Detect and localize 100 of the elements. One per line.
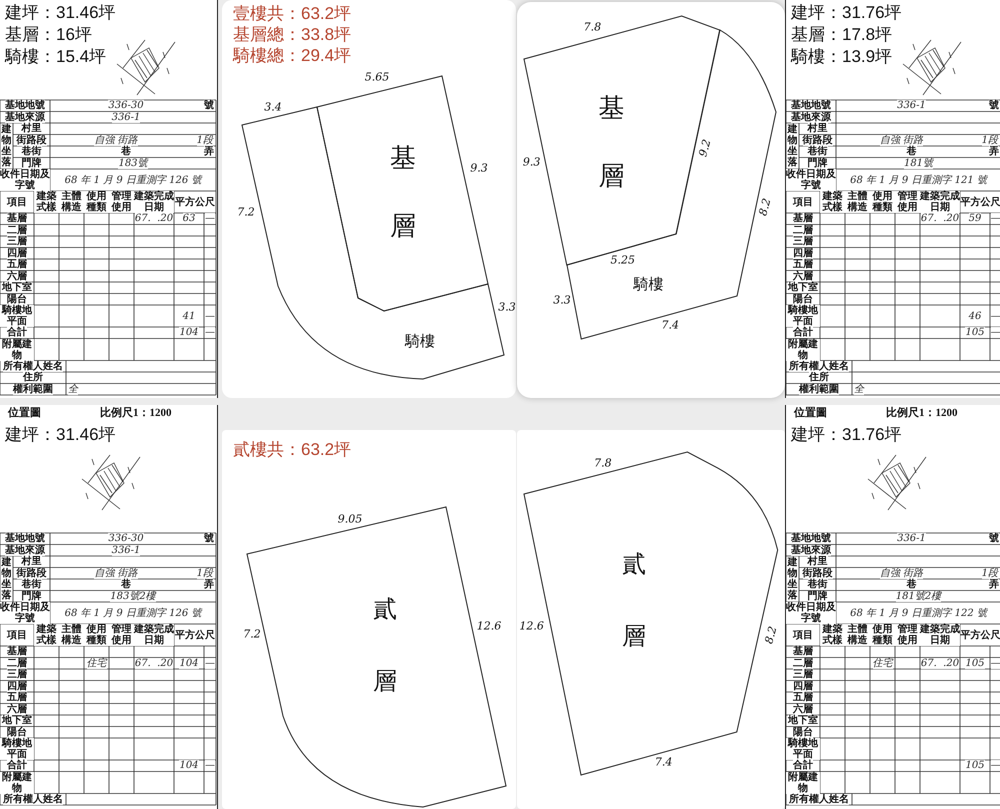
form-heading: 位置圖 (794, 407, 827, 420)
form-label: 街路段 (802, 568, 832, 579)
form-label: 使用種類 (84, 624, 109, 646)
form-label: 三層 (7, 236, 27, 248)
form-label: 地下室 (2, 715, 32, 726)
form-label: 號 (989, 100, 999, 112)
form-label: 附屬建物 (786, 772, 820, 794)
form-label: 六層 (793, 704, 813, 715)
dimension-label: 7.4 (654, 755, 672, 769)
form-label: 村里 (22, 123, 42, 134)
area-summary-text: 建坪：31.46坪 (5, 425, 116, 446)
form-label: 號 (204, 100, 214, 112)
handwritten-entry: 自強 街路 (94, 134, 138, 146)
form-heading: 位置圖 (8, 407, 41, 420)
dimension-label: 9.05 (338, 512, 362, 526)
form-label: 二層 (793, 224, 813, 236)
form-label: 建築完成日期 (134, 624, 174, 646)
form-label: 使用種類 (870, 191, 895, 213)
handwritten-entry: 105 (965, 327, 985, 338)
handwritten-entry: 67. .20 (134, 658, 174, 669)
form-label: 主體構造 (59, 624, 84, 646)
dimension-label: 7.8 (594, 456, 612, 470)
form-label: 住所 (23, 372, 43, 384)
form-label: 基地來源 (5, 544, 45, 556)
form-label: 基地地號 (791, 533, 831, 544)
form-label: 附屬建物 (786, 338, 820, 360)
handwritten-entry: 105 (965, 658, 985, 669)
form-label: 弄 (989, 146, 999, 158)
form-label: 二層 (793, 658, 813, 669)
area-summary-text: 建坪：31.46坪 (5, 3, 116, 24)
handwritten-entry: 1段 (196, 568, 213, 579)
form-label: 門牌 (808, 590, 828, 602)
form-label: 門牌 (22, 158, 42, 169)
handwritten-entry: 59 (968, 213, 982, 224)
form-label: 管理使用 (109, 191, 134, 213)
handwritten-entry: 住宅 (872, 658, 892, 669)
form-label: 建築完成日期 (134, 191, 174, 213)
handwritten-entry: 336-30 (108, 533, 144, 544)
form-label: 住所 (809, 372, 829, 384)
form-label: 騎樓地平面 (786, 738, 820, 760)
area-total-text: 基層總：33.8坪 (233, 25, 352, 46)
form-label: 管理使用 (895, 191, 920, 213)
form-label: 巷 (121, 579, 131, 590)
form-label: 街路段 (16, 134, 46, 146)
dimension-label: 7.2 (243, 627, 261, 641)
form-label: 合計 (7, 760, 27, 772)
dimension-label: 8.2 (762, 624, 780, 646)
form-label: 三層 (7, 669, 27, 680)
handwritten-entry: 181號 (904, 158, 934, 169)
form-label: 地下室 (788, 282, 818, 294)
area-label: 基層 (598, 92, 624, 193)
form-label: 基層 (7, 646, 27, 658)
handwritten-entry: 1段 (982, 568, 998, 579)
dimension-label: 9.2 (696, 138, 714, 158)
form-label: 附屬建物 (0, 772, 34, 794)
area-total-text: 騎樓總：29.4坪 (233, 46, 352, 66)
form-label: 村里 (22, 556, 42, 568)
form-label: 六層 (7, 270, 27, 282)
area-label: 騎樓 (405, 332, 435, 350)
dimension-label: 9.3 (470, 161, 488, 175)
form-label: 陽台 (793, 294, 813, 305)
form-label: 所有權人姓名 (789, 360, 849, 372)
form-label: 建築式樣 (820, 624, 845, 646)
area-label: 基層 (390, 142, 416, 243)
form-label: 騎樓地平面 (0, 305, 34, 327)
form-label: 弄 (989, 579, 999, 590)
form-label: 基地來源 (5, 112, 45, 123)
area-total-text: 貳樓共：63.2坪 (233, 440, 352, 460)
dimension-label: 8.2 (756, 196, 774, 218)
dimension-label: 5.65 (364, 70, 390, 84)
form-label: 巷 (906, 579, 916, 590)
area-summary-text: 建坪：31.76坪 (791, 425, 902, 446)
form-label: 巷街 (808, 579, 828, 590)
form-label: 二層 (7, 224, 27, 236)
form-label: 使用種類 (870, 624, 895, 646)
form-label: 門牌 (808, 158, 828, 169)
form-label: 四層 (7, 248, 27, 259)
form-label: 建築式樣 (34, 191, 59, 213)
form-label: 陽台 (793, 726, 813, 738)
form-label: 巷街 (808, 146, 828, 158)
handwritten-entry: 全 (68, 384, 78, 395)
form-label: 五層 (793, 692, 813, 704)
form-label: 巷街 (22, 146, 42, 158)
form-label: 收件日期及字號 (0, 169, 50, 191)
area-summary-text: 騎樓：15.4坪 (5, 47, 106, 68)
form-label: 基地來源 (791, 544, 831, 556)
form-label: 收件日期及字號 (786, 169, 836, 191)
handwritten-entry: 67. .20 (920, 658, 960, 669)
form-label: 五層 (793, 259, 813, 270)
handwritten-entry: 183號2樓 (110, 590, 156, 602)
form-label: 街路段 (16, 568, 46, 579)
area-summary-text: 基層：16坪 (5, 25, 92, 46)
form-label: 項目 (793, 630, 813, 640)
form-label: 管理使用 (109, 624, 134, 646)
form-label: 三層 (793, 669, 813, 680)
handwritten-entry: 183號 (118, 158, 148, 169)
form-label: 建物坐落 (788, 124, 798, 168)
handwritten-entry: 67. .20 (134, 213, 174, 224)
form-label: 建物坐落 (2, 557, 12, 601)
handwritten-entry: 68 年 1 月 9 日重測字 126 號 (64, 608, 202, 618)
